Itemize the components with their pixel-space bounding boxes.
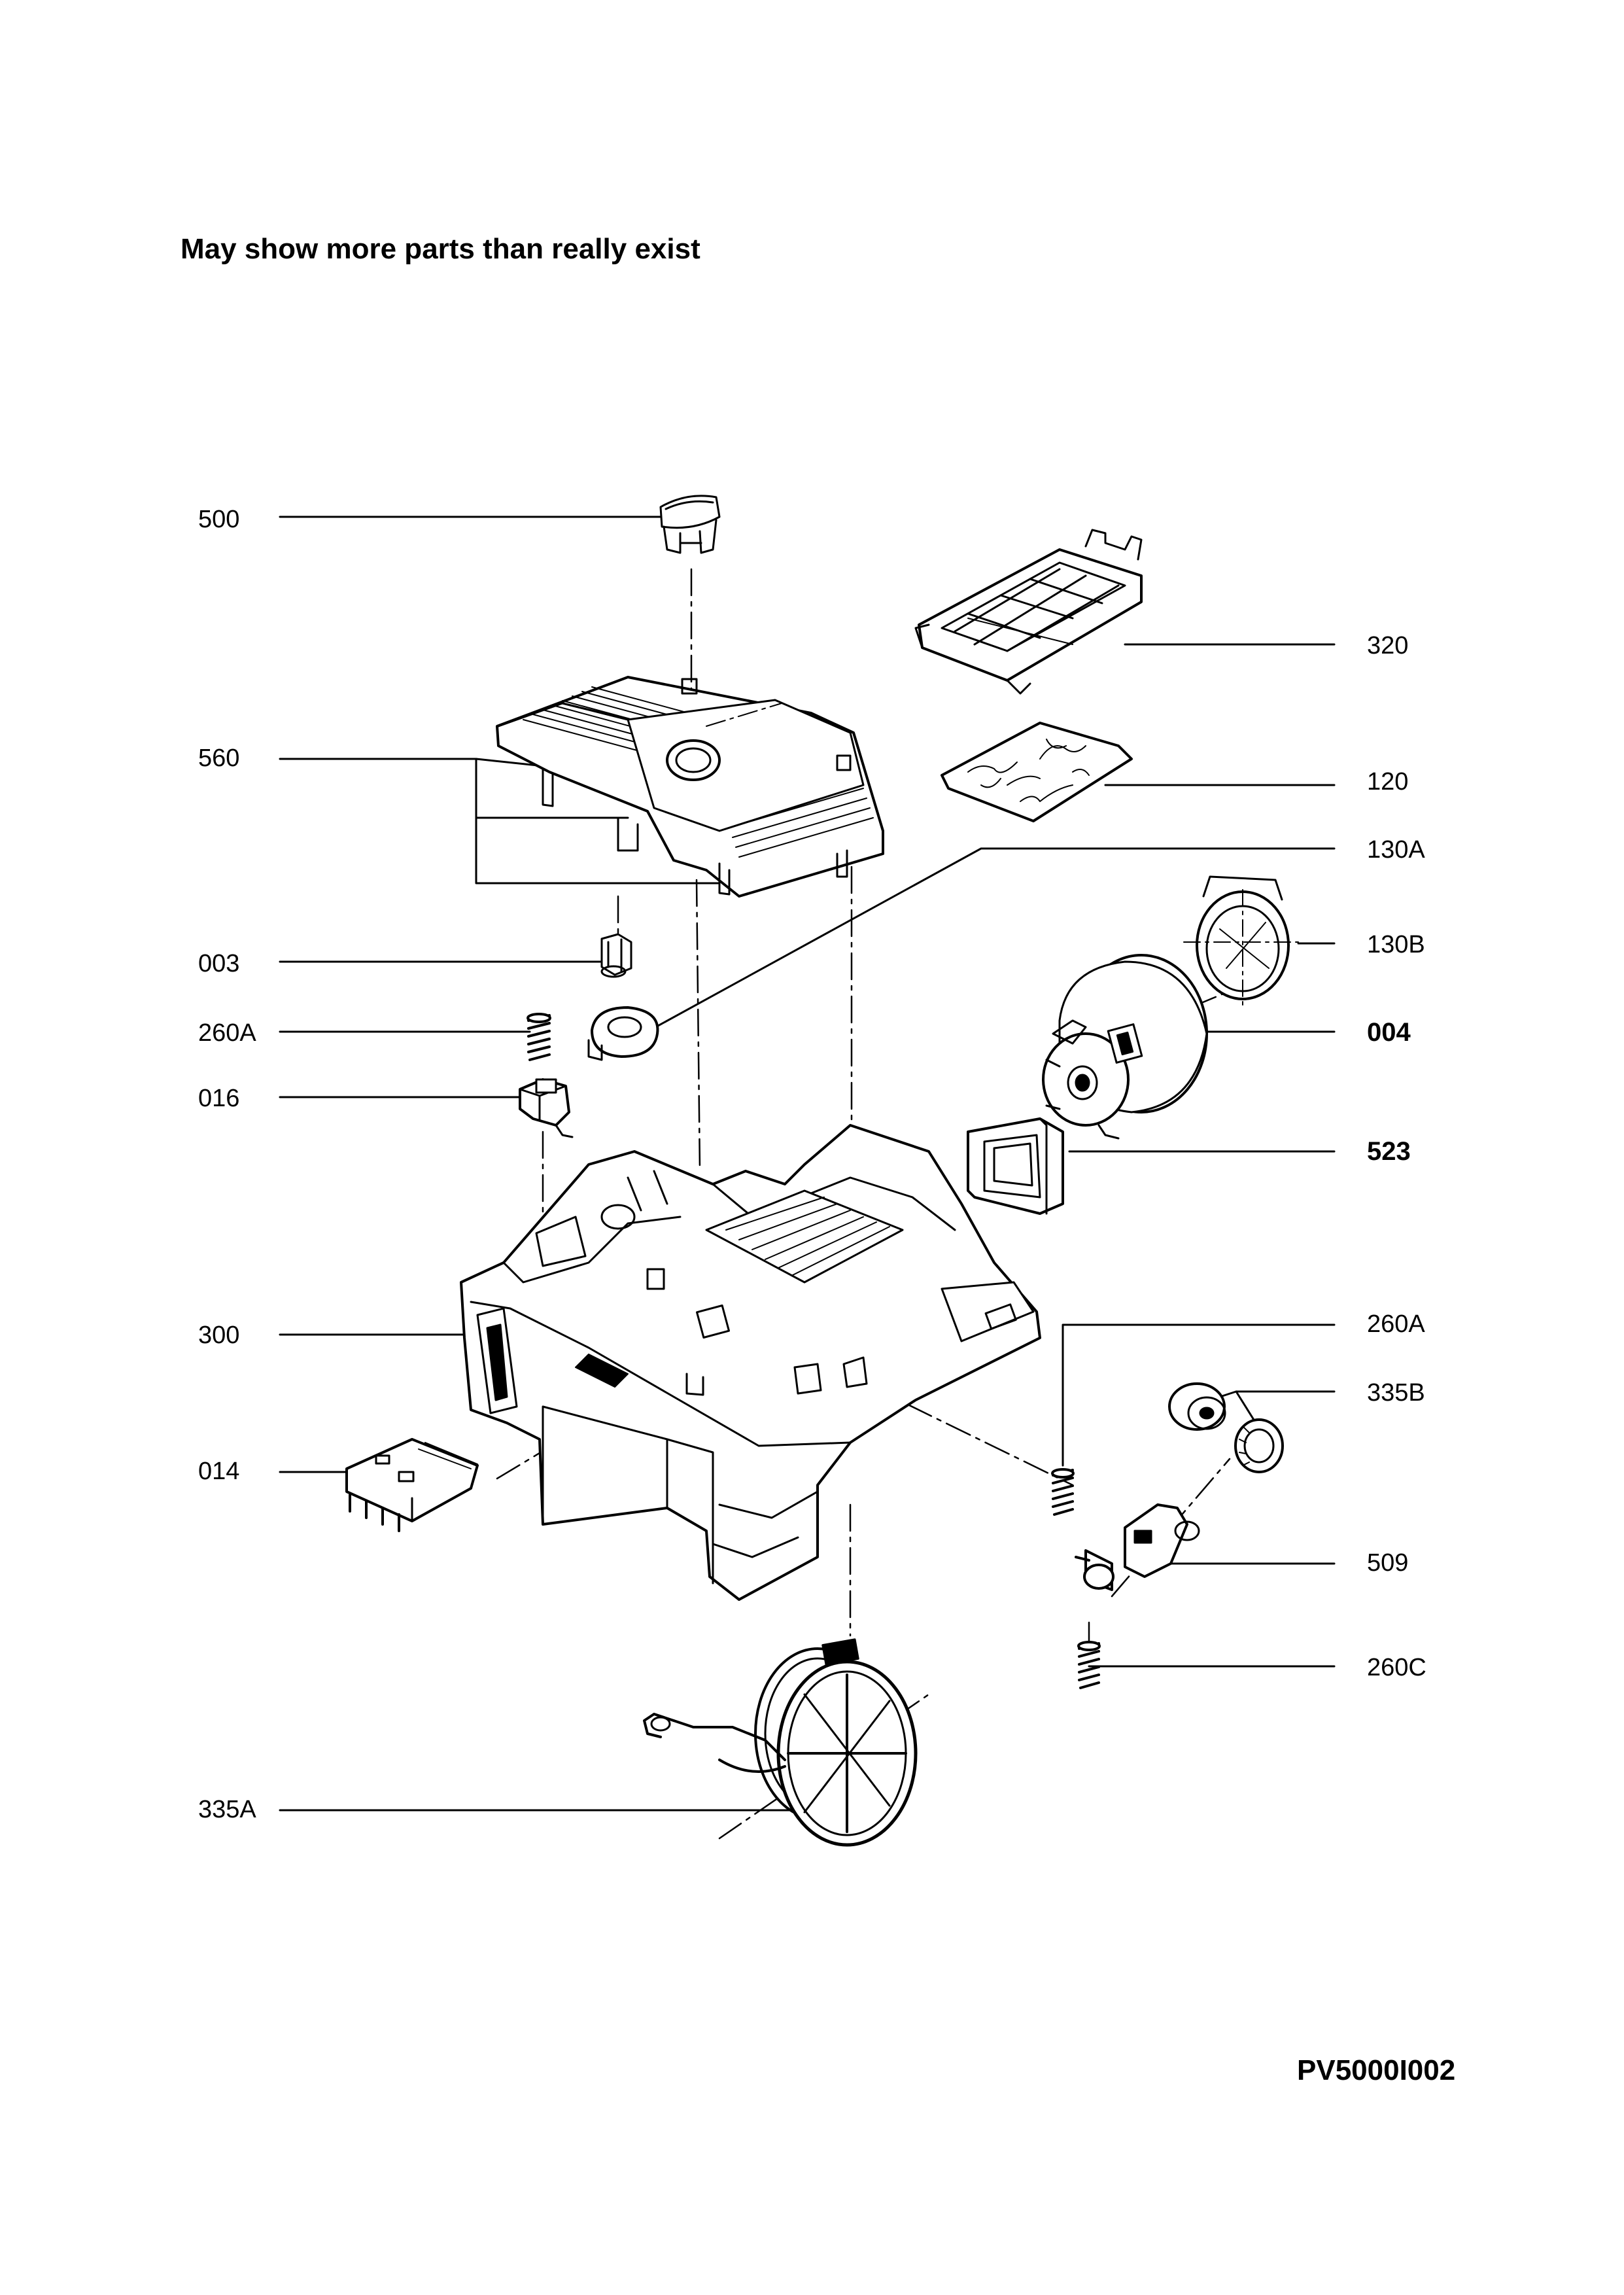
- leader-560-b: [475, 758, 721, 885]
- label-523: 523: [1367, 1137, 1411, 1166]
- leader-335b-b: [1235, 1390, 1257, 1424]
- leader-130a: [636, 847, 1336, 1038]
- leader-335b: [1209, 1390, 1336, 1401]
- label-003: 003: [198, 950, 240, 977]
- label-130a: 130A: [1367, 836, 1425, 864]
- label-130b: 130B: [1367, 931, 1425, 958]
- leader-260a-right: [1062, 1323, 1336, 1467]
- part-004-motor: [1042, 954, 1208, 1140]
- axis-center: [695, 879, 701, 1172]
- part-260a-left-spring: [527, 1013, 551, 1061]
- part-003-clip: [600, 933, 632, 978]
- part-509-mechanism: [1075, 1503, 1200, 1591]
- part-130a-ring: [587, 1006, 659, 1061]
- label-260a-left: 260A: [198, 1019, 256, 1047]
- part-560-top-cover: [496, 676, 884, 898]
- label-014: 014: [198, 1458, 240, 1485]
- label-335a: 335A: [198, 1796, 256, 1823]
- part-335b-wheels: [1168, 1382, 1284, 1473]
- part-300-housing: [460, 1124, 1041, 1601]
- label-120: 120: [1367, 768, 1409, 796]
- label-300: 300: [198, 1322, 240, 1349]
- part-523-support: [967, 1117, 1064, 1215]
- part-320-filter: [914, 529, 1143, 695]
- part-335a-cord-reel: [643, 1638, 918, 1847]
- label-509: 509: [1367, 1549, 1409, 1577]
- label-260c: 260C: [1367, 1654, 1426, 1681]
- label-260a-right: 260A: [1367, 1310, 1425, 1338]
- part-260c-spring: [1077, 1641, 1101, 1689]
- label-320: 320: [1367, 632, 1409, 659]
- part-120-filter-mat: [941, 722, 1133, 822]
- part-260a-right-spring: [1051, 1468, 1075, 1516]
- label-335b: 335B: [1367, 1379, 1425, 1407]
- page-title: May show more parts than really exist: [181, 233, 700, 265]
- leader-lines: [279, 516, 1336, 1812]
- label-004: 004: [1367, 1018, 1411, 1047]
- part-014-pcb: [345, 1438, 479, 1532]
- part-500-button: [659, 495, 721, 554]
- drawing-code: PV5000I002: [1297, 2054, 1456, 2086]
- label-560: 560: [198, 745, 240, 772]
- part-016-switch: [519, 1078, 574, 1138]
- label-500: 500: [198, 506, 240, 533]
- label-016: 016: [198, 1085, 240, 1112]
- part-130b-frame: [1183, 875, 1299, 1008]
